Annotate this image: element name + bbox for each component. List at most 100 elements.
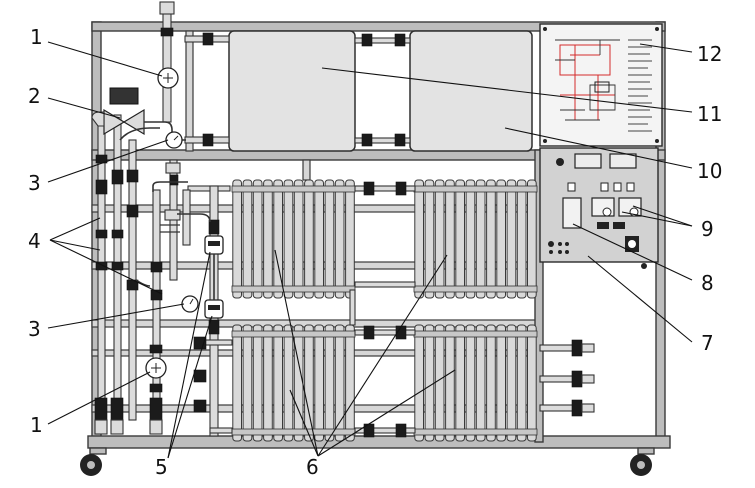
frame-top-rail (91, 21, 666, 32)
outlet-nozzle-3 (581, 403, 595, 413)
union-icon (126, 169, 139, 183)
radiator-fin (414, 324, 424, 442)
rad-supply-bottom (209, 427, 233, 434)
radiator-fin (496, 179, 506, 299)
flow-meter-display (208, 241, 220, 246)
fitting-icon (149, 344, 163, 354)
radiator-fin (486, 324, 496, 442)
switch-small-3 (613, 182, 622, 192)
radiator-fin (252, 324, 263, 442)
radiator-top-left (231, 179, 356, 299)
callout-7: 7 (701, 331, 714, 355)
radiator-bottom-left (231, 324, 356, 442)
rad-link-3 (354, 329, 416, 336)
rad-link-2 (354, 281, 416, 288)
tee-fitting (164, 209, 181, 221)
callout-labels: 1 2 3 4 3 1 5 6 7 8 9 10 11 12 (28, 25, 722, 479)
fitting-icon (169, 174, 179, 186)
actuator-head (109, 87, 139, 105)
display-right (609, 153, 637, 169)
schematic-legend-lines (628, 39, 652, 132)
valve-icon (193, 399, 207, 413)
switch-small-4 (626, 182, 635, 192)
radiator-fin (465, 324, 476, 442)
radiator-fin (516, 324, 527, 442)
branch-pipe-top (152, 181, 188, 192)
gauge-needle (189, 298, 194, 305)
radiator-fin (232, 179, 243, 299)
leader-7 (587, 255, 693, 343)
radiator-fin (252, 179, 263, 299)
leader-10 (504, 127, 693, 169)
radiator-fin (314, 324, 324, 442)
callout-9: 9 (701, 217, 714, 241)
leader-8 (572, 223, 693, 281)
rad-supply-top (187, 185, 231, 192)
radiator-fin (304, 324, 314, 442)
main-display (562, 197, 582, 229)
pump-top-mark (163, 73, 173, 83)
cable-gland (641, 263, 647, 269)
leader-6d (317, 369, 456, 457)
radiator-header-bottom (413, 428, 538, 436)
leader-4c (49, 239, 163, 295)
castor-left-mount (89, 447, 107, 455)
radiator-fin (334, 324, 345, 442)
radiator-fin (263, 324, 273, 442)
vent-valve-mid (165, 162, 181, 174)
castor-left-hub (87, 461, 95, 469)
cross-pipe (177, 213, 211, 223)
valve-icon (571, 339, 583, 357)
radiator-fin (455, 179, 465, 299)
radiator-fin (475, 324, 486, 442)
socket-pin-5 (558, 250, 562, 254)
outlet-nozzle-1 (581, 343, 595, 353)
switch-small-1 (567, 182, 576, 192)
tank-fitting-3 (361, 133, 373, 147)
socket-1 (597, 222, 609, 229)
radiator-fin (424, 324, 435, 442)
valve-elbow (91, 111, 105, 127)
radiator-fin (242, 179, 253, 299)
rad-link-4 (354, 427, 416, 434)
top-vent (159, 1, 175, 15)
radiator-header-top (413, 330, 538, 338)
radiator-header-bottom (231, 285, 356, 293)
valve-bend-pipe (119, 127, 160, 141)
radiator-top-right (413, 179, 538, 299)
callout-1-top: 1 (30, 25, 43, 49)
union-icon (95, 261, 108, 271)
indicator-lamp (556, 158, 564, 166)
radiator-fin (486, 179, 496, 299)
valve-icon (193, 369, 207, 383)
gauge-needle (173, 135, 179, 141)
leader-11 (321, 67, 693, 113)
radiator-fin (283, 324, 294, 442)
schematic-panel (539, 23, 663, 147)
radiator-fin (273, 179, 283, 299)
branch-marks (160, 224, 180, 233)
radiator-fin (324, 179, 335, 299)
castor-right-hub (637, 461, 645, 469)
radiator-fin (475, 179, 486, 299)
radiator-fin (293, 324, 304, 442)
union-icon (95, 229, 108, 239)
leader-4a (49, 217, 101, 241)
union-icon (111, 229, 124, 239)
radiator-fin (414, 179, 424, 299)
valve-icon (363, 181, 375, 196)
radiator-header-top (231, 185, 356, 193)
radiator-fin (345, 179, 355, 299)
leader-4b (49, 239, 101, 251)
radiator-fin (263, 179, 273, 299)
callout-6: 6 (306, 455, 319, 479)
left-piping (91, 1, 224, 435)
flow-meter-display (208, 305, 220, 310)
radiator-bottom-right (413, 324, 538, 442)
screw-icon (543, 27, 547, 31)
union-icon (111, 261, 124, 271)
drain-icon (149, 397, 163, 421)
radiator-fin (293, 179, 304, 299)
radiator-fin (273, 324, 283, 442)
